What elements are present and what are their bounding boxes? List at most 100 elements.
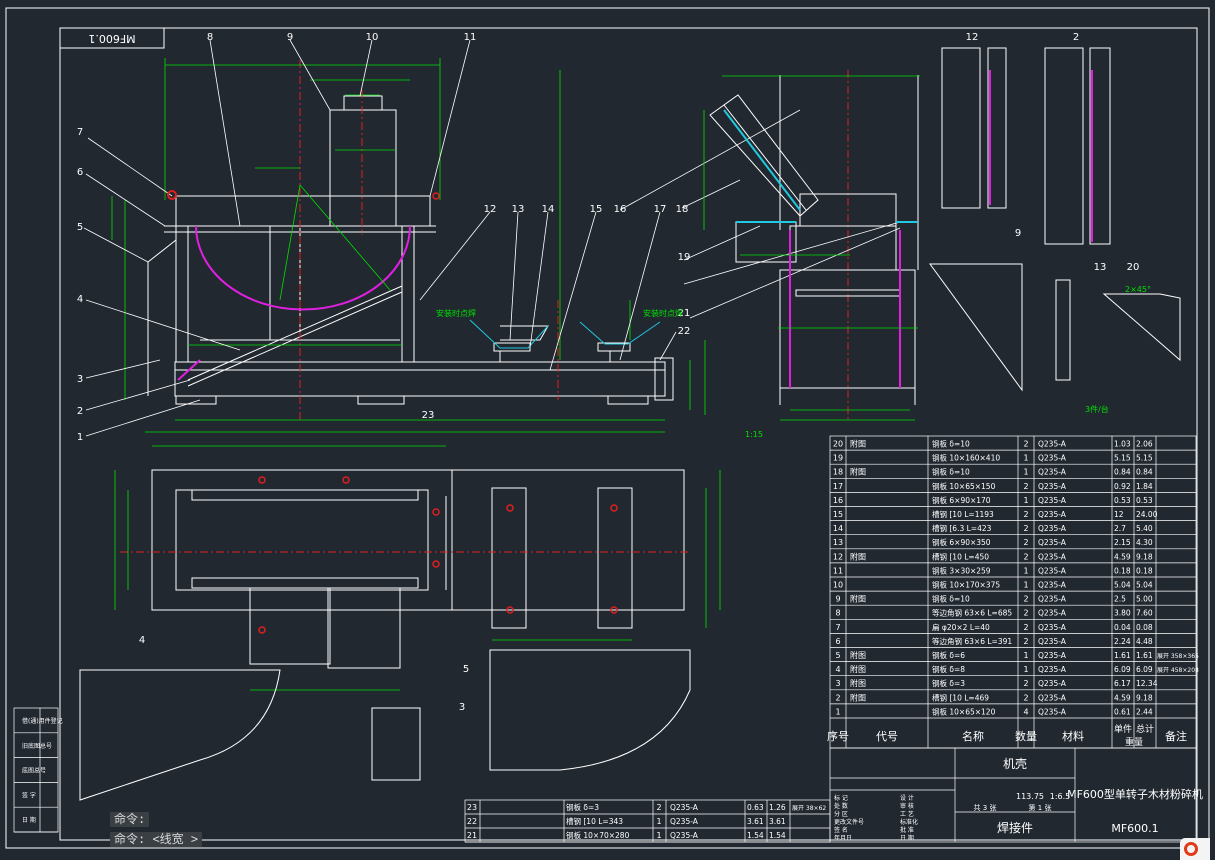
bom-qty: 1 [1023, 566, 1028, 575]
bom-mat: Q235-A [1038, 665, 1067, 674]
bom-qty: 2 [1023, 693, 1028, 702]
tb-part: 机壳 [1003, 757, 1027, 771]
bom-name: 钢板 δ=3 [932, 678, 965, 688]
tb-sheets: 共 3 张 [974, 803, 997, 812]
balloon-13: 13 [512, 204, 525, 215]
bom2-qty: 1 [656, 817, 661, 826]
bom-name: 钢板 6×90×350 [932, 537, 991, 547]
bom-mat: Q235-A [1038, 468, 1067, 477]
bom2-unit: 0.63 [747, 803, 764, 812]
bom-qty: 1 [1023, 468, 1028, 477]
bom-qty: 2 [1023, 538, 1028, 547]
bom-total: 12.34 [1136, 679, 1158, 688]
lower-label-4: 4 [139, 635, 145, 646]
bom-mat: Q235-A [1038, 482, 1067, 491]
bom-mat: Q235-A [1038, 637, 1067, 646]
tb-row-label: 标准化 [900, 818, 918, 826]
tb-row-label: 分 区 [834, 810, 848, 818]
bom-no: 9 [835, 595, 840, 604]
bom-name: 等边角钢 63×6 L=391 [932, 636, 1012, 646]
bom-unit: 5.04 [1114, 581, 1131, 590]
bom-grid [829, 435, 1197, 749]
tb-row-label: 处 数 [834, 802, 848, 810]
bom-code: 附图 [850, 439, 866, 449]
bom-no: 10 [833, 581, 843, 590]
bom-no: 11 [833, 566, 843, 575]
bom-code: 附图 [850, 594, 866, 604]
tb-row-label: 审 核 [900, 802, 914, 810]
bom-no: 15 [833, 510, 843, 519]
bom-unit: 6.17 [1114, 679, 1131, 688]
bom-qty: 1 [1023, 651, 1028, 660]
title-block-text: 机壳 MF600型单转子木材粉碎机 焊接件 MF600.1 113.75 1:6… [974, 757, 1203, 835]
bom-mat: Q235-A [1038, 524, 1067, 533]
balloon-10: 10 [366, 32, 379, 43]
bom2-mat: Q235-A [670, 831, 699, 840]
bom-unit: 0.84 [1114, 468, 1131, 477]
bom-unit: 0.04 [1114, 623, 1131, 632]
bom-unit: 2.24 [1114, 637, 1131, 646]
bom-total: 5.00 [1136, 595, 1153, 604]
bom-no: 5 [835, 651, 840, 660]
lower-details [79, 649, 691, 801]
drawing-frame [5, 7, 1210, 849]
bom-mat: Q235-A [1038, 440, 1067, 449]
detail-label-2: 2 [1073, 32, 1079, 43]
bom2-mat: Q235-A [670, 817, 699, 826]
bom-no: 20 [833, 440, 843, 449]
app-logo [1180, 838, 1210, 860]
bom-qty: 2 [1023, 552, 1028, 561]
bom2-total: 3.61 [769, 817, 786, 826]
detail-label-12: 12 [966, 32, 979, 43]
balloon-23: 23 [422, 410, 435, 421]
bom-no: 14 [833, 524, 843, 533]
centerlines [299, 60, 849, 420]
balloon-2: 2 [77, 406, 83, 417]
bom-qty: 2 [1023, 524, 1028, 533]
bom-no: 18 [833, 468, 843, 477]
tb-row-label: 日 期 [900, 834, 914, 842]
balloon-4: 4 [77, 294, 83, 305]
bom-total: 9.18 [1136, 693, 1153, 702]
bom-note: 展开 458×208 [1157, 667, 1199, 674]
bom-total: 9.18 [1136, 552, 1153, 561]
command-line-1[interactable]: 命令: [110, 812, 150, 827]
bom-no: 16 [833, 496, 843, 505]
bom-total: 6.09 [1136, 665, 1153, 674]
side-panel-label: 日 期 [22, 816, 36, 824]
bom-code: 附图 [850, 650, 866, 660]
bom-no: 4 [835, 665, 840, 674]
bom2-qty: 1 [656, 831, 661, 840]
plan-view [151, 469, 685, 669]
bom-name: 钢板 10×65×120 [932, 706, 996, 716]
bom-qty: 1 [1023, 665, 1028, 674]
stamp-rotated: MF600.1 [88, 32, 135, 45]
balloon-17: 17 [654, 204, 667, 215]
command-line-2[interactable]: 命令: <线宽 > [110, 832, 203, 847]
lower-label-5: 5 [463, 664, 469, 675]
bom-total: 2.06 [1136, 440, 1153, 449]
bom-no: 12 [833, 552, 843, 561]
bom2-total: 1.26 [769, 803, 786, 812]
balloon-9: 9 [287, 32, 293, 43]
bom-qty: 2 [1023, 679, 1028, 688]
bom-total: 1.61 [1136, 651, 1153, 660]
bom-total: 7.60 [1136, 609, 1153, 618]
bom-name: 钢板 10×170×375 [932, 580, 1000, 590]
detail-views [929, 47, 1181, 392]
bom-no: 19 [833, 454, 843, 463]
bom-no: 6 [835, 637, 840, 646]
tb-sheet: 第 1 张 [1029, 803, 1052, 812]
bom2-name: 槽钢 [10 L=343 [566, 816, 623, 826]
side-view-accent [723, 109, 918, 388]
note-per: 3件/台 [1085, 404, 1109, 414]
dimensions-plan [114, 445, 721, 691]
bom-unit: 5.15 [1114, 454, 1131, 463]
bom-unit: 0.61 [1114, 707, 1131, 716]
note-b: 安装时点焊 [643, 308, 683, 318]
bom-name: 钢板 δ=6 [932, 650, 965, 660]
bom-total: 1.84 [1136, 482, 1153, 491]
side-panel-label: 底图总号 [22, 767, 46, 775]
